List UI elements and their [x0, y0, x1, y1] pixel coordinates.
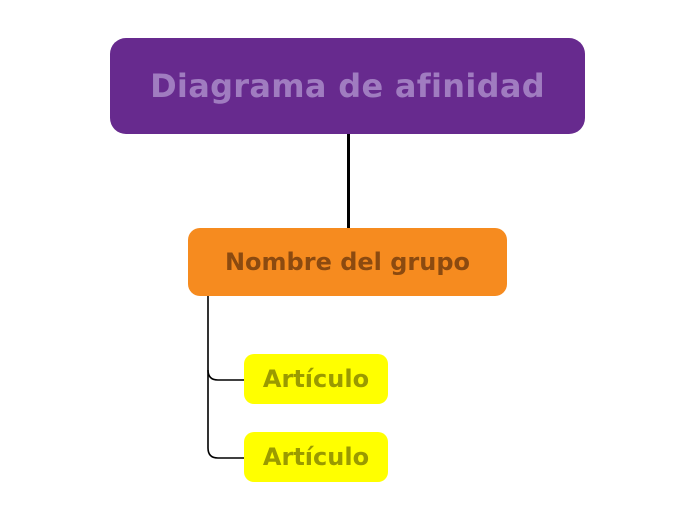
group-label: Nombre del grupo: [224, 248, 471, 276]
group-node[interactable]: Nombre del grupo: [188, 228, 507, 296]
item-label-2: Artículo: [262, 443, 370, 471]
root-topic-label: Diagrama de afinidad: [150, 67, 545, 105]
group-to-item-1-connector: [207, 296, 244, 381]
item-label-1: Artículo: [262, 365, 370, 393]
item-node-1[interactable]: Artículo: [244, 354, 388, 404]
group-to-item-2-connector: [207, 370, 244, 459]
root-topic-node[interactable]: Diagrama de afinidad: [110, 38, 585, 134]
item-node-2[interactable]: Artículo: [244, 432, 388, 482]
